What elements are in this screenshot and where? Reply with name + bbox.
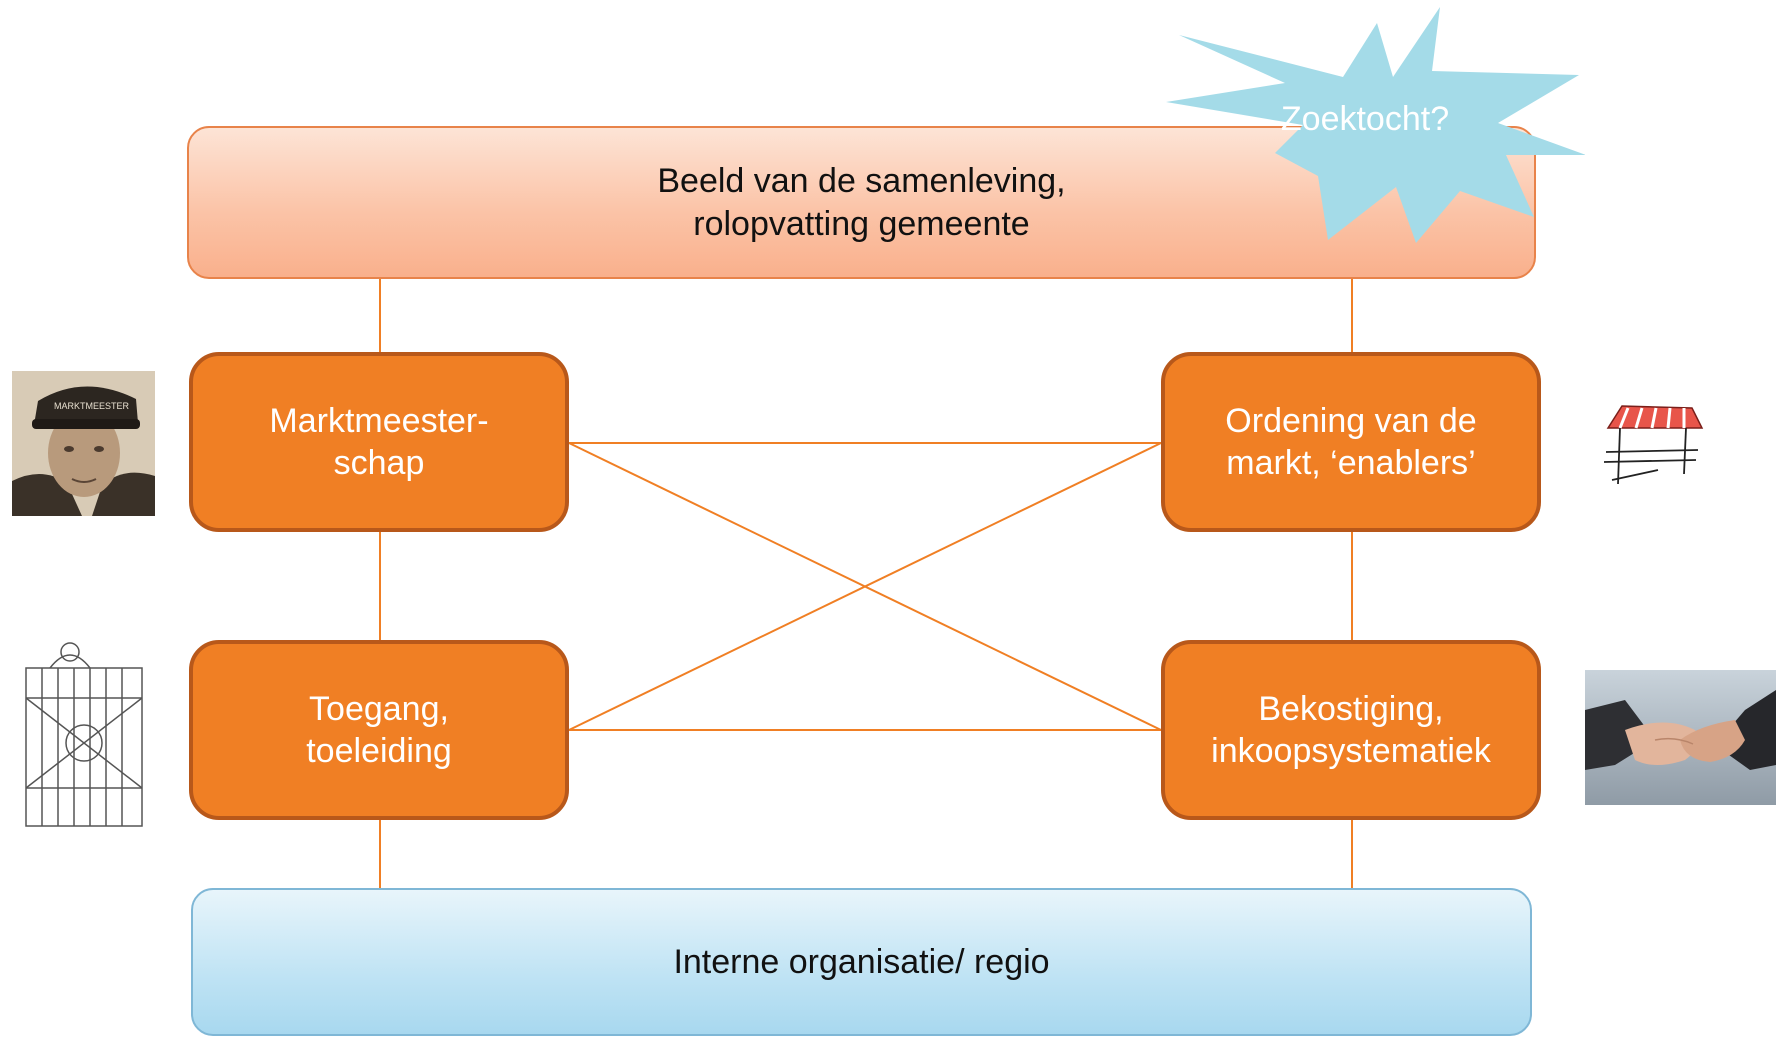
starburst-shape: [1166, 7, 1585, 243]
node-toegang: Toegang, toeleiding: [189, 640, 569, 820]
bottom-box-label: Interne organisatie/ regio: [673, 942, 1050, 981]
node-marktmeesterschap-line-2: schap: [333, 444, 425, 482]
node-toegang-line-1: Toegang,: [309, 689, 449, 728]
marktmeester-photo: MARKTMEESTER: [12, 371, 155, 516]
burst-label-zoektocht: Zoektocht?: [1280, 100, 1450, 138]
node-toegang-line-2: toeleiding: [306, 732, 452, 770]
node-ordening-line-2: markt, ‘enablers’: [1226, 444, 1476, 482]
node-bekostiging: Bekostiging, inkoopsystematiek: [1161, 640, 1541, 820]
node-marktmeesterschap: Marktmeester- schap: [189, 352, 569, 532]
gate-sketch: [20, 638, 165, 840]
handshake-photo: [1585, 670, 1776, 805]
bottom-box-interne-organisatie: Interne organisatie/ regio: [191, 888, 1532, 1036]
node-ordening-line-1: Ordening van de: [1225, 401, 1477, 440]
connector-diagonal-up: [568, 442, 1162, 731]
top-box-line-2: rolopvatting gemeente: [693, 204, 1030, 243]
node-bekostiging-line-1: Bekostiging,: [1258, 689, 1444, 728]
top-box-line-1: Beeld van de samenleving,: [657, 162, 1066, 200]
node-marktmeesterschap-line-1: Marktmeester-: [269, 401, 489, 440]
svg-text:MARKTMEESTER: MARKTMEESTER: [54, 401, 130, 411]
node-bekostiging-line-2: inkoopsystematiek: [1211, 732, 1491, 770]
market-stall-icon: [1603, 405, 1704, 485]
node-ordening: Ordening van de markt, ‘enablers’: [1161, 352, 1541, 532]
